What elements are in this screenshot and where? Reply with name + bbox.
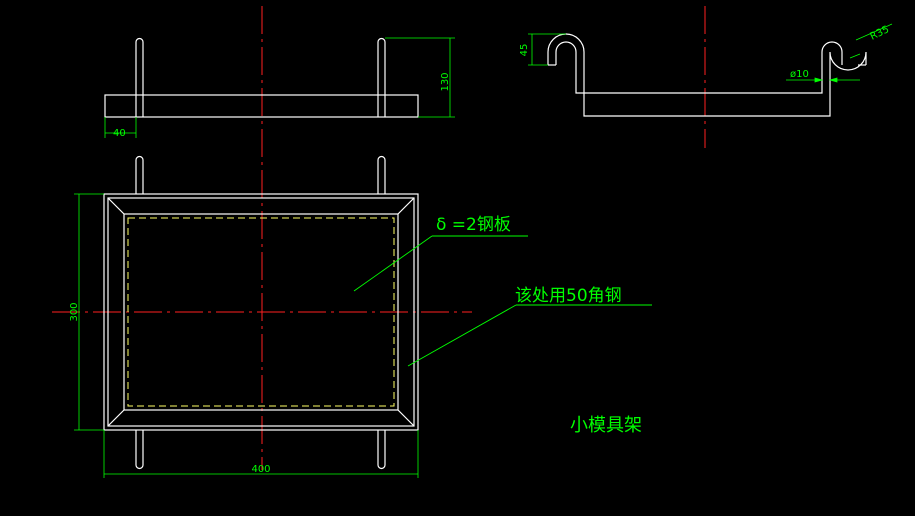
- dim-plan-width: 400: [251, 464, 270, 475]
- plan-dimensions: [74, 193, 419, 478]
- plan-hidden-plate: [127, 217, 395, 407]
- plan-frame-inner: [107, 197, 415, 427]
- plan-view: [103, 155, 419, 470]
- leader-plate: [353, 235, 433, 292]
- plan-angle-inner: [123, 213, 399, 411]
- note-angle-steel: 该处用50角钢: [515, 286, 622, 306]
- dim-rod-diameter: ø10: [790, 69, 809, 80]
- plan-post-top-right: [377, 155, 386, 194]
- dim-top-side-foot: 40: [113, 128, 126, 139]
- plan-post-bottom-right: [377, 430, 386, 470]
- dim-hook-height: 45: [519, 44, 530, 57]
- elevation-post-right: [377, 37, 386, 117]
- drawing-title: 小模具架: [570, 415, 642, 436]
- side-elevation: [547, 33, 867, 117]
- dim-hook-radius: R35: [868, 24, 891, 43]
- elevation-base: [104, 94, 419, 118]
- front-elevation: [104, 37, 419, 118]
- dim-plan-height: 300: [69, 302, 80, 321]
- plan-post-top-left: [135, 155, 144, 194]
- leader-angle-steel: [407, 304, 517, 367]
- plan-frame-outer: [103, 193, 419, 431]
- front-elevation-dimensions: [104, 37, 455, 138]
- note-plate: δ =2钢板: [436, 215, 511, 235]
- dim-top-side-height: 130: [440, 72, 451, 91]
- elevation-post-left: [135, 37, 144, 117]
- plan-post-bottom-left: [135, 430, 144, 470]
- side-profile-inner: [555, 41, 843, 94]
- side-elevation-dimensions: [528, 23, 893, 83]
- note-leaders: [353, 235, 652, 367]
- side-profile-outer: [547, 33, 867, 117]
- centerlines: [52, 6, 706, 470]
